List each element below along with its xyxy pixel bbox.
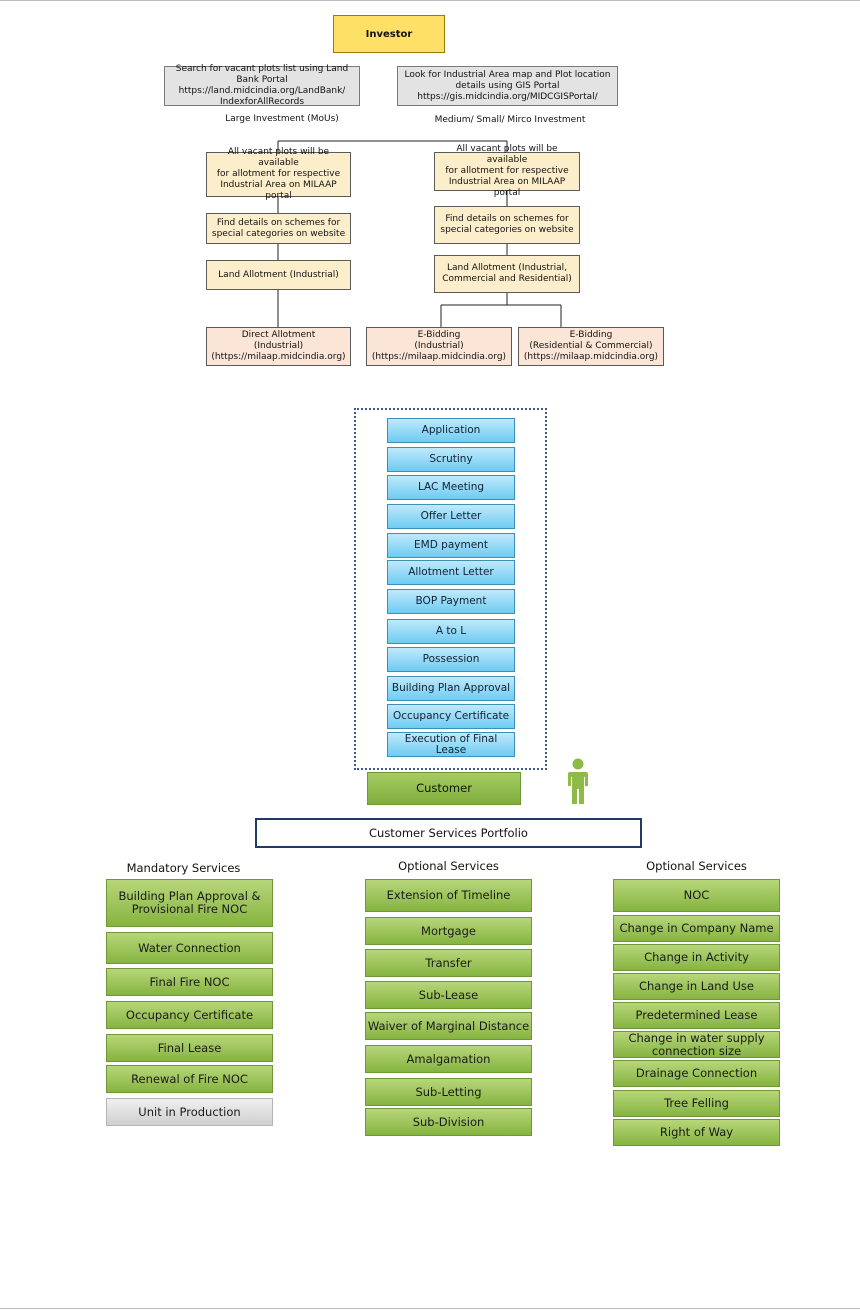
step-scrutiny: Scrutiny xyxy=(387,447,515,472)
step-allotment-letter: Allotment Letter xyxy=(387,560,515,585)
investor-box: Investor xyxy=(333,15,445,53)
optional-noc: NOC xyxy=(613,879,780,912)
mandatory-final-fire-noc: Final Fire NOC xyxy=(106,968,273,996)
step-building-plan-approval: Building Plan Approval xyxy=(387,676,515,701)
step-bop-payment: BOP Payment xyxy=(387,589,515,614)
optional-extension-of-timeline: Extension of Timeline xyxy=(365,879,532,912)
optional-sub-lease: Sub-Lease xyxy=(365,981,532,1009)
optional-transfer: Transfer xyxy=(365,949,532,977)
mandatory-unit-in-production: Unit in Production xyxy=(106,1098,273,1126)
ebidding-residential-box: E-Bidding (Residential & Commercial) (ht… xyxy=(518,327,664,366)
optional-change-in-land-use: Change in Land Use xyxy=(613,973,780,1000)
step-occupancy-certificate: Occupancy Certificate xyxy=(387,704,515,729)
step-emd-payment: EMD payment xyxy=(387,533,515,558)
customer-services-portfolio: Customer Services Portfolio xyxy=(255,818,642,848)
optional-change-in-activity: Change in Activity xyxy=(613,944,780,971)
process-steps-frame xyxy=(354,408,547,770)
step-execution-final-lease: Execution of Final Lease xyxy=(387,732,515,757)
optional-waiver-marginal-distance: Waiver of Marginal Distance xyxy=(365,1012,532,1040)
optional-drainage-connection: Drainage Connection xyxy=(613,1060,780,1087)
right-vacant-plots-box: All vacant plots will be available for a… xyxy=(434,144,580,198)
left-land-allotment-box: Land Allotment (Industrial) xyxy=(206,260,351,290)
step-offer-letter: Offer Letter xyxy=(387,504,515,529)
step-a-to-l: A to L xyxy=(387,619,515,644)
customer-box: Customer xyxy=(367,772,521,805)
right-land-allotment-box: Land Allotment (Industrial, Commercial a… xyxy=(434,255,580,293)
optional-amalgamation: Amalgamation xyxy=(365,1045,532,1073)
optional-change-company-name: Change in Company Name xyxy=(613,915,780,942)
step-possession: Possession xyxy=(387,647,515,672)
optional-predetermined-lease: Predetermined Lease xyxy=(613,1002,780,1029)
mandatory-water-connection: Water Connection xyxy=(106,932,273,964)
optional-sub-letting: Sub-Letting xyxy=(365,1078,532,1106)
mandatory-services-title: Mandatory Services xyxy=(126,861,241,875)
optional-tree-felling: Tree Felling xyxy=(613,1090,780,1117)
left-schemes-box: Find details on schemes for special cate… xyxy=(206,213,351,244)
step-lac-meeting: LAC Meeting xyxy=(387,475,515,500)
large-investment-label: Large Investment (MoUs) xyxy=(225,114,339,124)
optional-change-water-supply: Change in water supply connection size xyxy=(613,1031,780,1058)
optional-right-of-way: Right of Way xyxy=(613,1119,780,1146)
gis-portal-box: Look for Industrial Area map and Plot lo… xyxy=(397,66,618,106)
right-schemes-box: Find details on schemes for special cate… xyxy=(434,206,580,244)
person-icon xyxy=(568,758,588,804)
left-vacant-plots-box: All vacant plots will be available for a… xyxy=(206,147,351,201)
medium-investment-label: Medium/ Small/ Mirco Investment xyxy=(434,115,586,125)
mandatory-occupancy-certificate: Occupancy Certificate xyxy=(106,1001,273,1029)
mandatory-building-plan-fire-noc: Building Plan Approval & Provisional Fir… xyxy=(106,879,273,927)
mandatory-renewal-fire-noc: Renewal of Fire NOC xyxy=(106,1065,273,1093)
land-bank-portal-box: Search for vacant plots list using Land … xyxy=(164,64,360,107)
direct-allotment-box: Direct Allotment (Industrial) (https://m… xyxy=(206,327,351,366)
mandatory-final-lease: Final Lease xyxy=(106,1034,273,1062)
optional-mortgage: Mortgage xyxy=(365,917,532,945)
optional-services-title-1: Optional Services xyxy=(398,859,499,873)
ebidding-industrial-box: E-Bidding (Industrial) (https://milaap.m… xyxy=(366,327,512,366)
optional-services-title-2: Optional Services xyxy=(646,859,747,873)
step-application: Application xyxy=(387,418,515,443)
optional-sub-division: Sub-Division xyxy=(365,1108,532,1136)
flow-connectors xyxy=(277,140,562,327)
